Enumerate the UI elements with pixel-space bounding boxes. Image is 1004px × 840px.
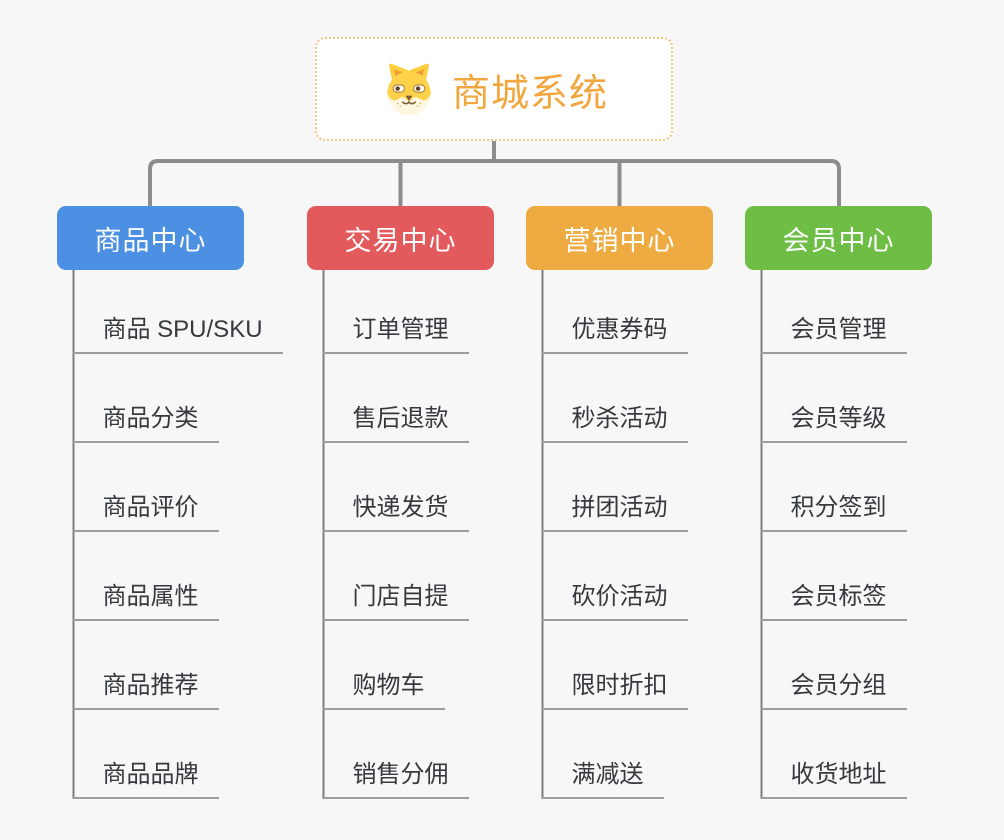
leaf-node[interactable]: 秒杀活动 <box>541 399 688 443</box>
leaf-node[interactable]: 快递发货 <box>322 488 469 532</box>
leaf-node[interactable]: 商品分类 <box>72 399 219 443</box>
leaf-label: 优惠券码 <box>571 316 668 344</box>
root-node[interactable]: 商城系统 <box>315 37 673 141</box>
leaf-label: 会员等级 <box>790 405 887 433</box>
leaf-node[interactable]: 商品推荐 <box>72 666 219 710</box>
leaf-node[interactable]: 订单管理 <box>322 310 469 354</box>
leaf-node[interactable]: 满减送 <box>541 755 664 799</box>
leaf-label: 收货地址 <box>790 761 887 789</box>
leaf-node[interactable]: 销售分佣 <box>322 755 469 799</box>
leaf-node[interactable]: 购物车 <box>322 666 445 710</box>
leaf-node[interactable]: 砍价活动 <box>541 577 688 621</box>
leaf-label: 会员分组 <box>790 672 887 700</box>
leaf-node[interactable]: 积分签到 <box>760 488 907 532</box>
leaf-label: 秒杀活动 <box>571 405 668 433</box>
leaf-node[interactable]: 限时折扣 <box>541 666 688 710</box>
leaf-label: 订单管理 <box>352 316 449 344</box>
leaf-label: 售后退款 <box>352 405 449 433</box>
leaf-node[interactable]: 会员等级 <box>760 399 907 443</box>
leaf-label: 销售分佣 <box>352 761 449 789</box>
branch-label: 商品中心 <box>94 225 207 256</box>
leaf-node[interactable]: 门店自提 <box>322 577 469 621</box>
leaf-label: 商品推荐 <box>102 672 199 700</box>
branch-label: 营销中心 <box>563 225 676 256</box>
leaf-label: 限时折扣 <box>571 672 668 700</box>
branch-node-3[interactable]: 营销中心 <box>526 206 713 270</box>
leaf-label: 积分签到 <box>790 494 887 522</box>
leaf-node[interactable]: 售后退款 <box>322 399 469 443</box>
root-title: 商城系统 <box>451 72 608 115</box>
leaf-node[interactable]: 收货地址 <box>760 755 907 799</box>
leaf-label: 拼团活动 <box>571 494 668 522</box>
leaf-label: 快递发货 <box>352 494 449 522</box>
leaf-label: 商品属性 <box>102 583 199 611</box>
leaf-node[interactable]: 会员管理 <box>760 310 907 354</box>
leaf-label: 商品评价 <box>102 494 199 522</box>
leaf-label: 会员管理 <box>790 316 887 344</box>
leaf-node[interactable]: 拼团活动 <box>541 488 688 532</box>
leaf-label: 商品分类 <box>102 405 199 433</box>
leaf-node[interactable]: 优惠券码 <box>541 310 688 354</box>
branch-label: 会员中心 <box>782 225 895 256</box>
leaf-label: 商品 SPU/SKU <box>102 316 263 344</box>
leaf-node[interactable]: 商品评价 <box>72 488 219 532</box>
leaf-label: 商品品牌 <box>102 761 199 789</box>
branch-node-2[interactable]: 交易中心 <box>307 206 494 270</box>
leaf-label: 砍价活动 <box>571 583 668 611</box>
leaf-label: 门店自提 <box>352 583 449 611</box>
branch-node-4[interactable]: 会员中心 <box>745 206 932 270</box>
leaf-node[interactable]: 会员标签 <box>760 577 907 621</box>
branch-node-1[interactable]: 商品中心 <box>57 206 244 270</box>
leaf-node[interactable]: 商品品牌 <box>72 755 219 799</box>
leaf-label: 购物车 <box>352 672 425 700</box>
branch-label: 交易中心 <box>344 225 457 256</box>
leaf-label: 满减送 <box>571 761 644 789</box>
leaf-node[interactable]: 商品属性 <box>72 577 219 621</box>
doge-face-icon <box>387 63 431 116</box>
leaf-node[interactable]: 商品 SPU/SKU <box>72 310 283 354</box>
leaf-node[interactable]: 会员分组 <box>760 666 907 710</box>
leaf-label: 会员标签 <box>790 583 887 611</box>
level1-connector <box>148 141 841 206</box>
